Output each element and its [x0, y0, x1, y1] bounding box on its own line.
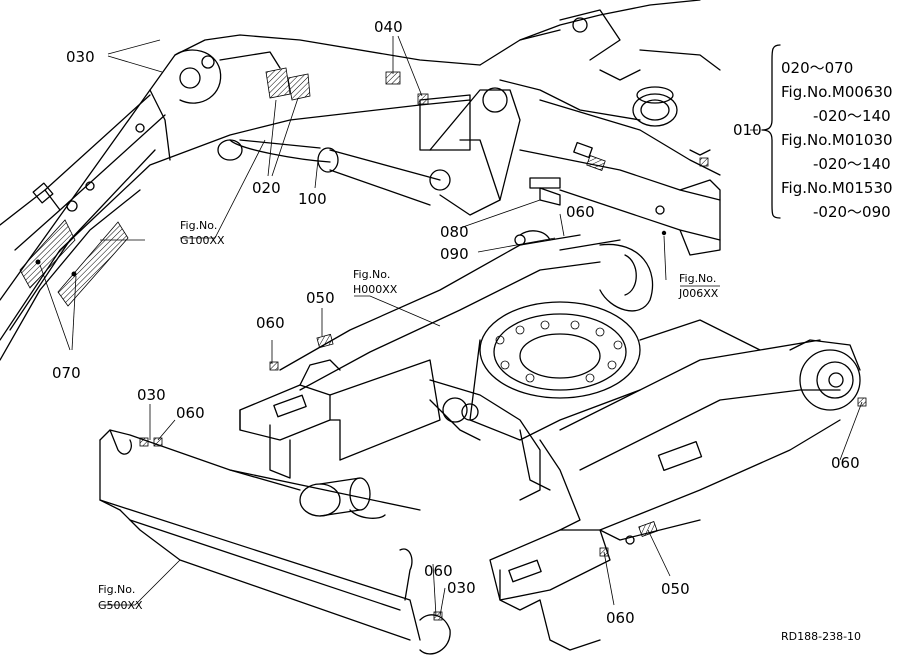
callout-080: 080: [440, 223, 469, 241]
callout-010: 010: [733, 121, 762, 139]
callout-labels: 030 040 020 100 080 060 090 010 050 060 …: [52, 18, 860, 627]
callout-060-f: 060: [606, 609, 635, 627]
callout-060-b: 060: [256, 314, 285, 332]
callout-070: 070: [52, 364, 81, 382]
bracket-list: 020～070 Fig.No.M00630 -020～140 Fig.No.M0…: [781, 59, 893, 221]
bracket-list-line-5: -020～140: [813, 155, 891, 173]
drawing-code: RD188-238-10: [781, 630, 861, 643]
fig-ref-g100-line2: G100XX: [180, 234, 225, 247]
callout-030-mid: 030: [137, 386, 166, 404]
callout-060-d: 060: [831, 454, 860, 472]
fig-ref-g100-line1: Fig.No.: [180, 219, 217, 232]
list-bracket: [761, 44, 781, 219]
fig-ref-h000-line2: H000XX: [353, 283, 398, 296]
bracket-list-line-6: Fig.No.M01530: [781, 179, 893, 197]
boom-assembly: [0, 34, 481, 361]
fig-ref-j006-line2: J006XX: [678, 287, 719, 300]
figure-references: Fig.No. G100XX Fig.No. H000XX Fig.No. J0…: [98, 219, 719, 612]
bracket-list-line-3: -020～140: [813, 107, 891, 125]
callout-050-b: 050: [661, 580, 690, 598]
callout-030-bot: 030: [447, 579, 476, 597]
dozer-blade: [99, 429, 451, 655]
leader-lines: [39, 35, 863, 617]
bearing-holes: [495, 320, 623, 383]
upper-frame: [519, 0, 721, 256]
fig-ref-g500-line2: G500XX: [98, 599, 143, 612]
callout-040: 040: [374, 18, 403, 36]
callout-020: 020: [252, 179, 281, 197]
label-plate-070-a: [19, 219, 76, 289]
fig-ref-j006-line1: Fig.No.: [679, 272, 716, 285]
callout-060-a: 060: [566, 203, 595, 221]
callout-090: 090: [440, 245, 469, 263]
fig-ref-g500-line1: Fig.No.: [98, 583, 135, 596]
callout-060-e: 060: [424, 562, 453, 580]
callout-030-top: 030: [66, 48, 95, 66]
callout-060-c: 060: [176, 404, 205, 422]
fig-ref-h000-line1: Fig.No.: [353, 268, 390, 281]
bracket-list-line-2: Fig.No.M00630: [781, 83, 893, 101]
callout-100: 100: [298, 190, 327, 208]
bracket-list-line-1: 020～070: [781, 59, 853, 77]
bracket-list-line-4: Fig.No.M01030: [781, 131, 893, 149]
callout-050-a: 050: [306, 289, 335, 307]
bracket-list-line-7: -020～090: [813, 203, 891, 221]
arm-and-link: [217, 29, 641, 216]
